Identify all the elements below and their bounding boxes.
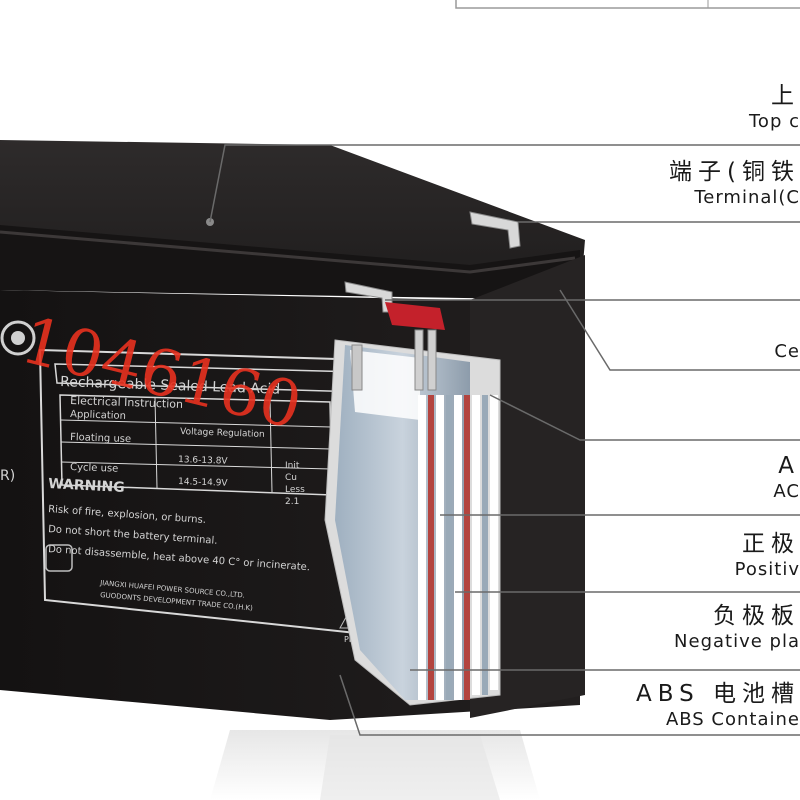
callout-zh: 正极 <box>742 531 800 557</box>
label-row-1-app: Application <box>70 409 126 422</box>
callout-en: Positiv <box>734 559 800 580</box>
label-extra-1: Init <box>285 461 300 471</box>
callout-terminal: 端子(铜铁 Terminal(C <box>669 158 800 210</box>
label-warning: WARNING <box>48 476 125 496</box>
callout-en: AC <box>773 481 800 502</box>
label-extra-4: 2.1 <box>285 497 299 507</box>
label-row-3-app: Cycle use <box>70 462 119 475</box>
label-extra-3: Less <box>285 485 305 495</box>
callout-en: Top c <box>749 111 800 132</box>
label-title: Rechargeable Sealed Lead Acid <box>60 374 281 398</box>
label-side-mark: R) <box>0 468 15 484</box>
callout-en: Negative pla <box>674 631 800 652</box>
callout-center: Ce <box>774 340 800 364</box>
callout-zh: A <box>778 453 800 479</box>
terminals <box>344 211 521 330</box>
callout-en: Terminal(C <box>694 187 800 208</box>
label-row-1-voltage: Voltage Regulation <box>180 427 265 440</box>
label-pb-mark: Pb <box>344 635 354 644</box>
callout-en: ABS Containe <box>665 709 800 730</box>
callout-zh: 上 <box>771 83 800 109</box>
label-row-2-app: Floating use <box>70 432 131 445</box>
callout-zh: 端子(铜铁 <box>669 159 800 185</box>
label-row-2-voltage: 13.6-13.8V <box>178 455 229 467</box>
callout-zh: 负极板 <box>713 603 800 629</box>
callout-top-cover: 上 Top c <box>749 82 800 134</box>
cutaway-interior <box>324 329 501 706</box>
label-row-3-voltage: 14.5-14.9V <box>178 477 229 489</box>
plate-stack <box>418 395 498 700</box>
callout-negative-plate: 负极板 Negative pla <box>674 602 800 654</box>
callout-en: Ce <box>774 341 800 362</box>
label-extra-2: Cu <box>285 473 297 483</box>
floor-reflection <box>210 730 540 800</box>
callout-abs-container: ABS 电池槽 ABS Containe <box>636 680 800 732</box>
callout-acid: A AC <box>773 452 800 504</box>
callout-zh: ABS 电池槽 <box>635 681 800 707</box>
top-frame-fragment <box>455 0 800 9</box>
label-spec-header: Electrical Instruction <box>70 394 183 411</box>
callout-leader-lines <box>209 144 800 736</box>
callout-positive-plate: 正极 Positiv <box>735 530 800 582</box>
